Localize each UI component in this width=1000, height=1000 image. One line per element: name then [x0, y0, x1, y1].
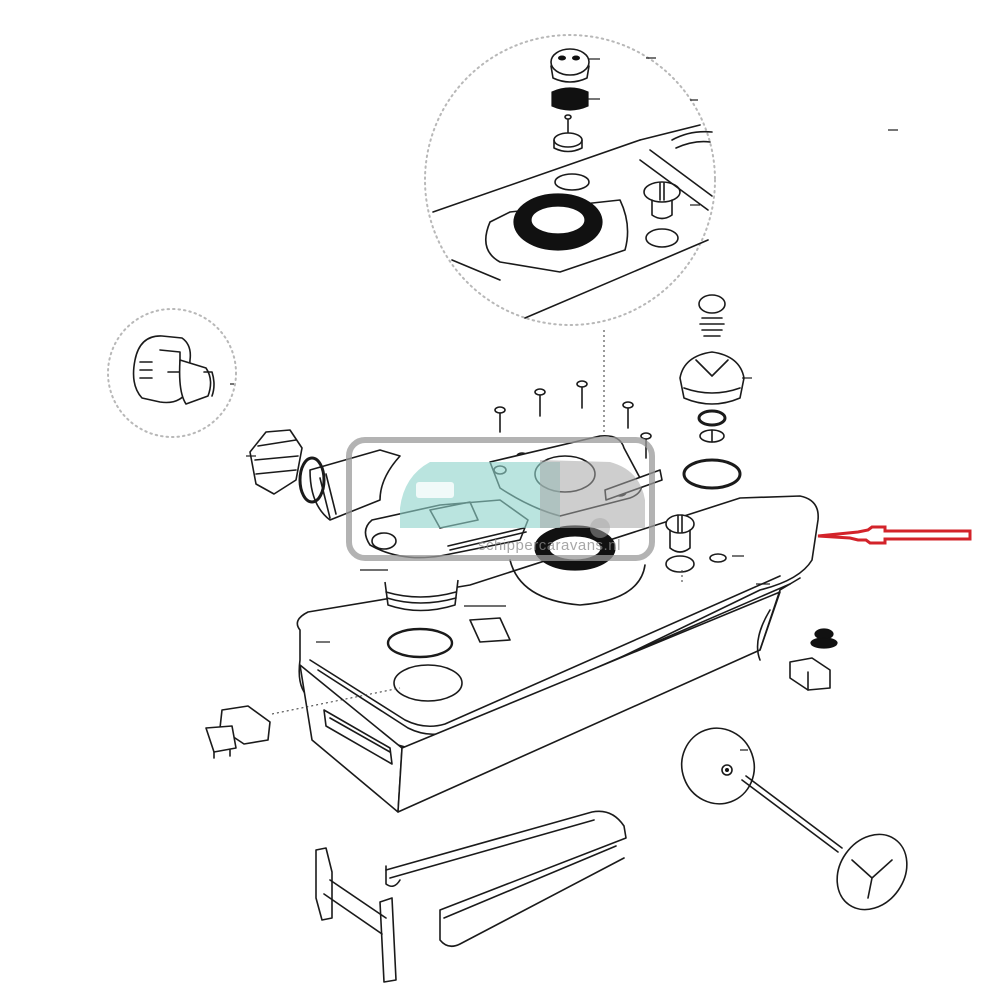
tank-oring-icon	[386, 627, 454, 659]
spout-oring-icon	[298, 456, 326, 504]
pull-handle	[315, 810, 627, 983]
detail-circle-top	[424, 34, 716, 326]
spout-adapter-detail	[107, 308, 237, 438]
wheel-axle-assembly	[680, 727, 908, 911]
valve-stem-icon	[553, 114, 583, 153]
valve-cap-icon	[698, 294, 726, 314]
screw-icon	[576, 380, 588, 409]
vent-cap-icon	[550, 48, 600, 83]
valve-spring-icon	[699, 317, 725, 337]
screw-icon	[494, 406, 506, 433]
side-latch-clip	[205, 687, 401, 759]
screw-icon	[534, 388, 546, 417]
large-seal-ring-icon	[513, 193, 603, 251]
top-valve-detail	[424, 34, 898, 326]
detail-circle-left	[107, 308, 237, 438]
wheel-right-icon	[836, 833, 908, 911]
wheel-left-icon	[680, 727, 756, 805]
watermark: schippercaravans.nl	[346, 437, 655, 561]
handle-bracket-left	[315, 847, 333, 921]
spout-cap-icon	[246, 429, 303, 495]
level-indicator-plug-icon	[665, 514, 695, 585]
pressure-relief-valve	[679, 294, 752, 490]
tank-body	[296, 495, 819, 813]
highlight-arrow-icon	[817, 525, 972, 545]
handle-bracket-right	[379, 897, 397, 983]
pressure-plug-icon	[643, 181, 681, 248]
seal-washer-icon	[551, 87, 600, 111]
rubber-bumper-icon	[810, 628, 838, 649]
side-catch-right-icon	[789, 657, 831, 691]
watermark-text: schippercaravans.nl	[478, 537, 621, 554]
axle-icon	[741, 779, 839, 853]
watermark-caravan-gray	[540, 460, 645, 528]
watermark-caravan-teal	[400, 462, 560, 528]
screw-icon	[622, 401, 634, 429]
watermark-frame	[346, 437, 655, 561]
